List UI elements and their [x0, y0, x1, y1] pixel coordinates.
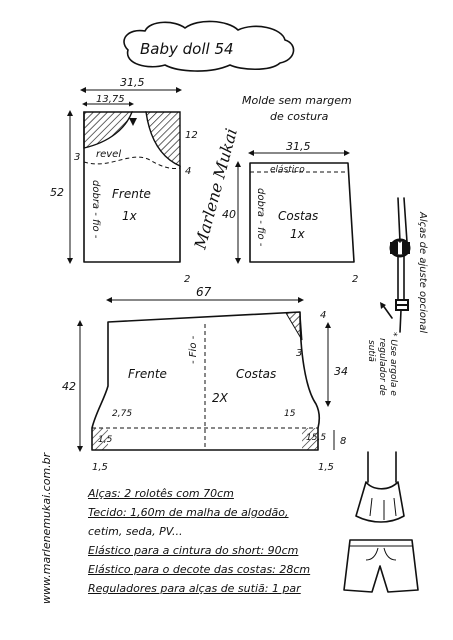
signature: Marlene Mukai [190, 126, 241, 252]
shorts-grain-label: - Fio - [188, 335, 199, 364]
shorts-hem-right: 15 [284, 409, 296, 419]
note-waist-elastic: Elástico para a cintura do short: 90cm [88, 544, 299, 557]
front-count: 1x [122, 209, 138, 223]
front-fold-mark: 3 [74, 152, 80, 163]
back-count: 1x [290, 227, 306, 241]
note-fabric: Tecido: 1,60m de malha de algodão, [88, 506, 289, 519]
shorts-crotch: 3 [296, 348, 302, 359]
strap-note-2: * Use argola e [388, 332, 398, 396]
shorts-cuff-mark: 8 [340, 436, 346, 447]
shorts-hem-left: 2,75 [112, 409, 132, 419]
note-straps: Alças: 2 rolotês com 70cm [88, 487, 234, 500]
shorts-bottom-left: 1,5 [92, 462, 108, 473]
shorts-back-label: Costas [236, 367, 276, 381]
shorts-right-height: 34 [334, 365, 348, 378]
shorts-piece: 67 42 34 4 3 2,75 15 15,5 1,5 8 1,5 1,5 … [62, 285, 348, 473]
note-line-2: de costura [270, 110, 329, 123]
back-elastic-label: elástico [270, 165, 305, 175]
shorts-bottom-right: 1,5 [318, 462, 334, 473]
shorts-cuff-left: 1,5 [98, 435, 113, 445]
page-title: Baby doll 54 [140, 40, 234, 58]
note-line-1: Molde sem margem [242, 94, 352, 107]
website-label: www.marlenemukai.com.br [40, 451, 53, 604]
front-armhole-label: 12 [185, 130, 198, 141]
back-bottom-mark: 2 [352, 274, 358, 285]
shorts-top-right: 4 [320, 310, 326, 321]
back-width-label: 31,5 [286, 140, 311, 153]
note-back-elastic: Elástico para o decote das costas: 28cm [88, 563, 311, 576]
title-cloud: Baby doll 54 [123, 20, 295, 72]
back-label: Costas [278, 209, 318, 223]
shorts-cuff-right: 15,5 [306, 433, 326, 443]
front-height-label: 52 [50, 186, 64, 199]
strap-note-4: sutiã [366, 340, 376, 362]
front-bottom-mark: 2 [184, 274, 190, 285]
front-fold-label: dobra - fio - [90, 180, 101, 239]
note-regulators: Reguladores para alças de sutiã: 1 par [88, 582, 301, 595]
strap-note-3: regulador de [377, 338, 387, 396]
front-top-piece: 31,5 13,75 revel 52 3 12 4 2 Frente 1x d… [50, 76, 198, 285]
shorts-left-height: 42 [62, 380, 76, 393]
note-fabric-types: cetim, seda, PV... [88, 525, 183, 538]
back-height-label: 40 [222, 208, 236, 221]
front-width-label: 31,5 [120, 76, 145, 89]
shorts-width-label: 67 [196, 285, 212, 299]
front-revel-label: revel [96, 149, 121, 160]
strap-sketch [380, 197, 411, 333]
front-neck-label: 13,75 [96, 94, 125, 105]
shorts-front-label: Frente [128, 367, 167, 381]
front-side-mark: 4 [185, 166, 191, 177]
garment-illustration [343, 451, 419, 593]
materials-notes: Alças: 2 rolotês com 70cm Tecido: 1,60m … [88, 484, 358, 598]
strap-note-1: Alças de ajuste opcional [417, 211, 428, 333]
front-label: Frente [112, 187, 151, 201]
back-top-piece: 31,5 elástico 40 Costas 1x dobra - fio -… [222, 140, 358, 285]
back-fold-label: dobra - fio - [255, 188, 266, 247]
shorts-count: 2X [212, 391, 229, 405]
